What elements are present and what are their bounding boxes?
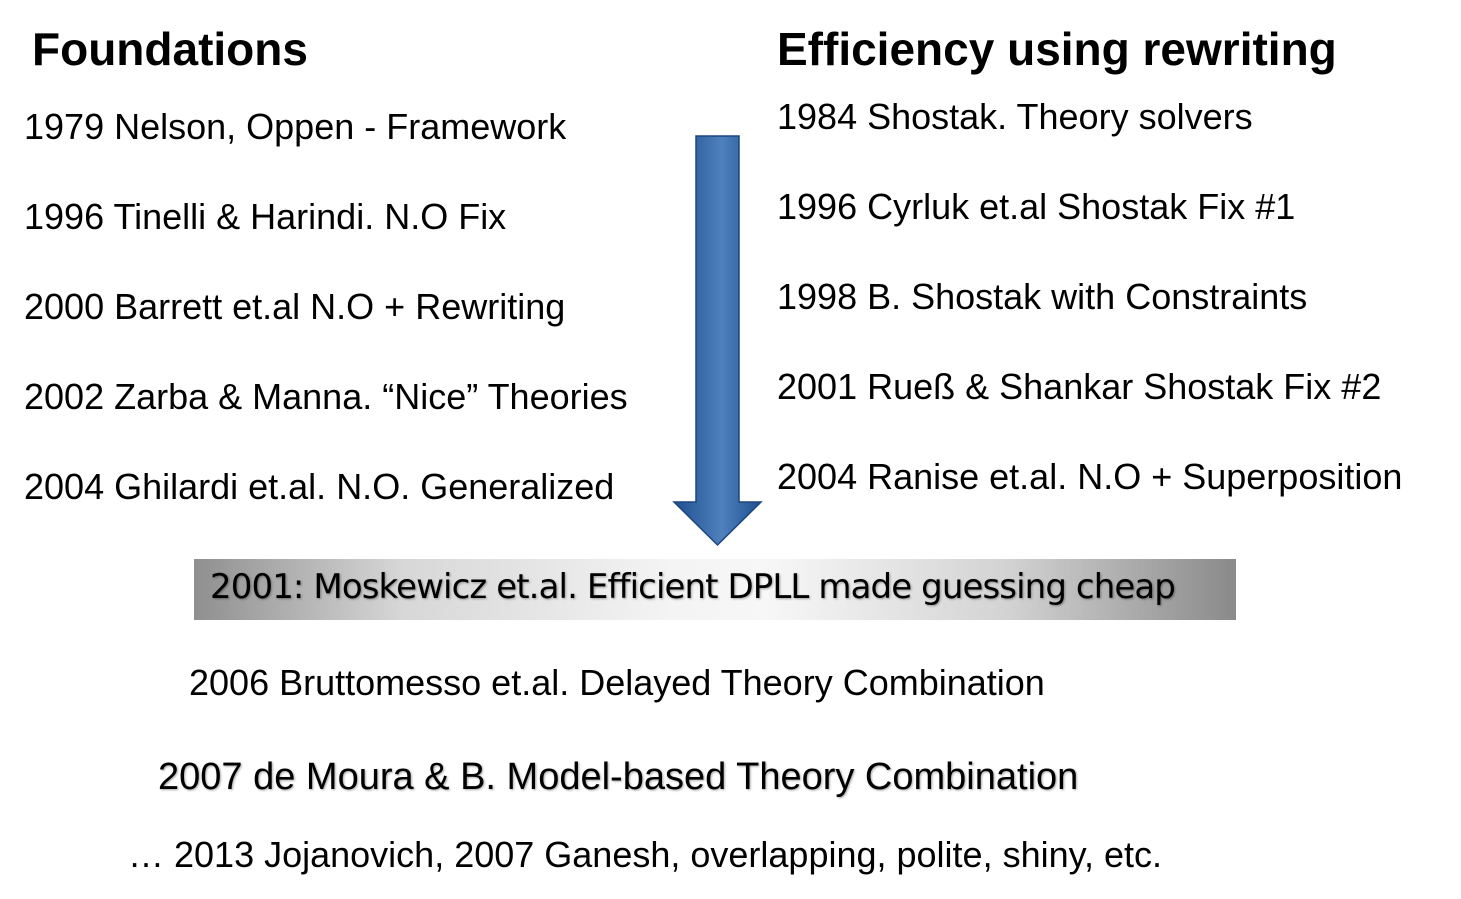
dpll-banner-text: 2001: Moskewicz et.al. Efficient DPLL ma…	[210, 567, 1176, 607]
efficiency-item-1998: 1998 B. Shostak with Constraints	[777, 276, 1308, 317]
foundations-item-1996: 1996 Tinelli & Harindi. N.O Fix	[24, 196, 507, 237]
efficiency-item-2001: 2001 Rueß & Shankar Shostak Fix #2	[777, 366, 1382, 407]
foundations-item-2002: 2002 Zarba & Manna. “Nice” Theories	[24, 376, 628, 417]
foundations-item-2000: 2000 Barrett et.al N.O + Rewriting	[24, 286, 566, 327]
bottom-line-2006: 2006 Bruttomesso et.al. Delayed Theory C…	[189, 662, 1045, 703]
foundations-item-1979: 1979 Nelson, Oppen - Framework	[24, 106, 567, 147]
efficiency-item-1984: 1984 Shostak. Theory solvers	[777, 96, 1253, 137]
bottom-line-2007-model-based: 2007 de Moura & B. Model-based Theory Co…	[158, 756, 1079, 798]
foundations-item-2004: 2004 Ghilardi et.al. N.O. Generalized	[24, 466, 615, 507]
efficiency-item-2004: 2004 Ranise et.al. N.O + Superposition	[777, 456, 1403, 497]
down-arrow-icon	[672, 135, 763, 547]
efficiency-item-1996: 1996 Cyrluk et.al Shostak Fix #1	[777, 186, 1296, 227]
efficiency-heading: Efficiency using rewriting	[777, 23, 1337, 75]
bottom-line-2013-etc: … 2013 Jojanovich, 2007 Ganesh, overlapp…	[128, 834, 1162, 875]
foundations-heading: Foundations	[32, 23, 308, 75]
dpll-banner: 2001: Moskewicz et.al. Efficient DPLL ma…	[194, 559, 1236, 620]
